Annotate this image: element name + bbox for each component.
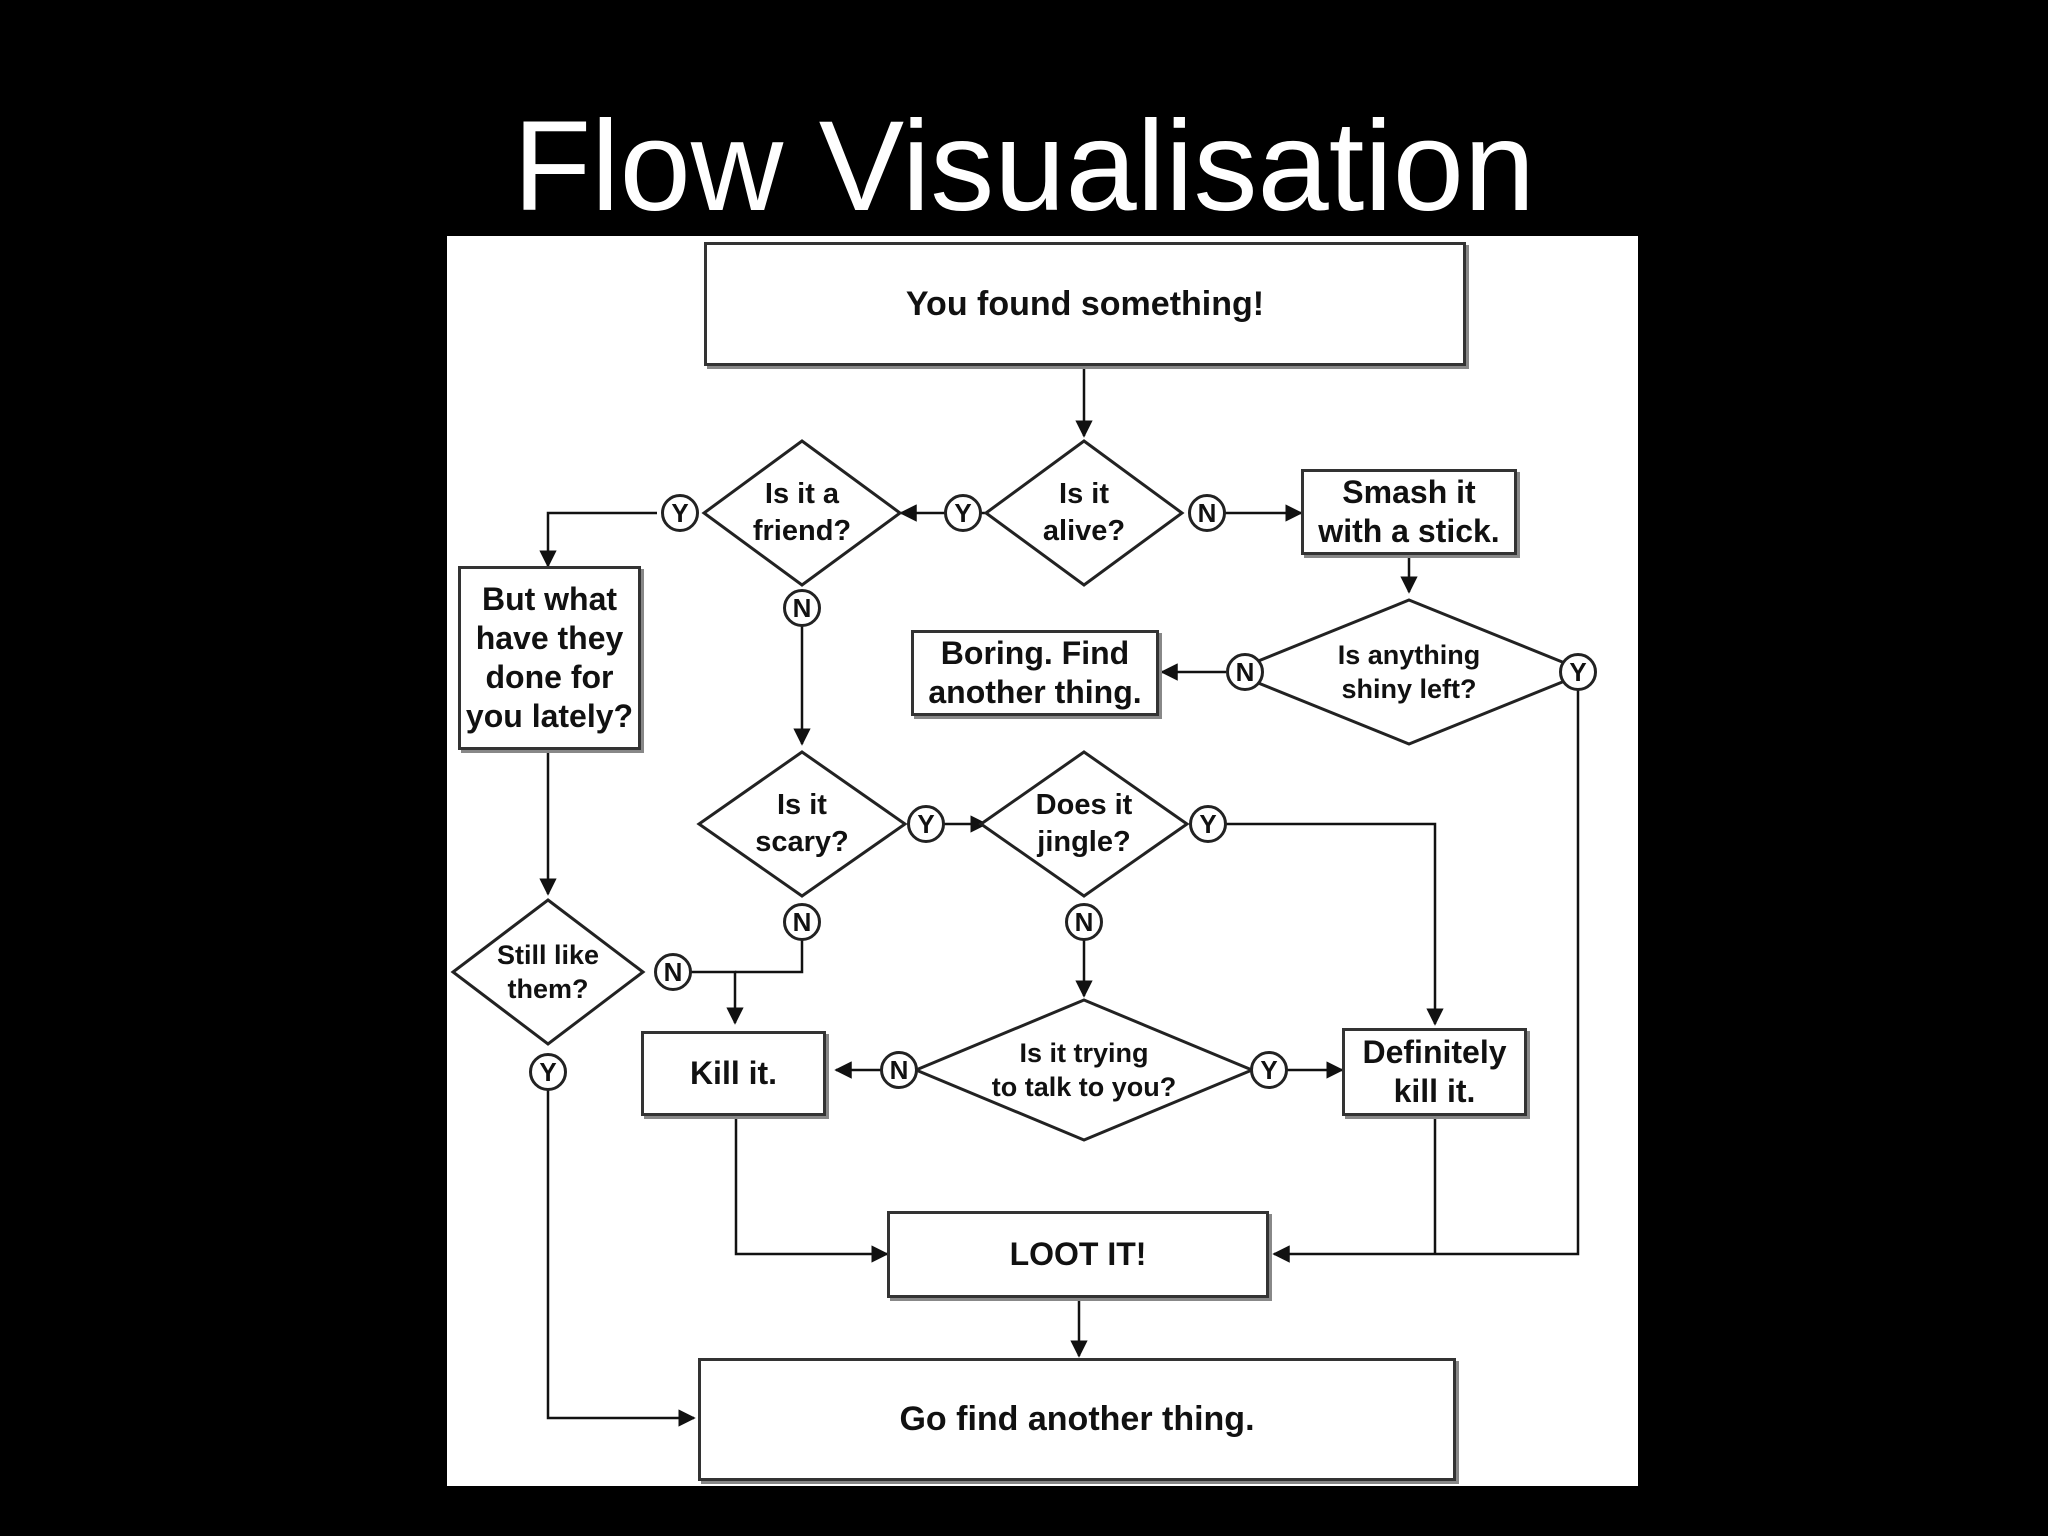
node-definitely-kill: Definitely kill it. bbox=[1342, 1028, 1527, 1116]
decision-shiny-text: Is anything shiny left? bbox=[1337, 640, 1481, 704]
node-done-lately: But what have they done for you lately? bbox=[458, 566, 641, 750]
no-marker-scary: N bbox=[783, 903, 821, 941]
yes-marker-alive: Y bbox=[944, 494, 982, 532]
no-marker-jingle: N bbox=[1065, 903, 1103, 941]
decision-trying-shape bbox=[912, 998, 1256, 1142]
yes-marker-scary: Y bbox=[907, 805, 945, 843]
decision-alive-shape bbox=[983, 439, 1185, 587]
decision-jingle-shape bbox=[978, 750, 1190, 898]
yes-marker-shiny: Y bbox=[1559, 653, 1597, 691]
connector-lines bbox=[450, 364, 1592, 1427]
decision-scary-text: Is it scary? bbox=[755, 789, 849, 858]
yes-marker-trying: Y bbox=[1250, 1051, 1288, 1089]
slide-title: Flow Visualisation bbox=[512, 95, 1536, 238]
node-kill: Kill it. bbox=[641, 1031, 826, 1116]
decision-friend-shape bbox=[701, 439, 903, 587]
decision-jingle-text: Does it jingle? bbox=[1035, 789, 1133, 858]
decision-still-like-shape bbox=[450, 898, 646, 1046]
decision-friend-text: Is it a friend? bbox=[752, 478, 852, 547]
decision-alive-text: Is it alive? bbox=[1042, 478, 1126, 547]
node-start: You found something! bbox=[704, 242, 1466, 366]
yes-marker-jingle: Y bbox=[1189, 805, 1227, 843]
no-marker-trying: N bbox=[880, 1051, 918, 1089]
decision-shiny-shape bbox=[1226, 598, 1592, 746]
no-marker-still-like: N bbox=[654, 953, 692, 991]
node-smash: Smash it with a stick. bbox=[1301, 469, 1517, 555]
node-boring: Boring. Find another thing. bbox=[911, 630, 1159, 716]
decision-trying-text: Is it trying to talk to you? bbox=[991, 1038, 1177, 1102]
decision-still-like-text: Still like them? bbox=[496, 940, 600, 1004]
flowchart: You found something! Smash it with a sti… bbox=[447, 236, 1638, 1486]
yes-marker-friend: Y bbox=[661, 494, 699, 532]
no-marker-friend: N bbox=[783, 589, 821, 627]
no-marker-alive: N bbox=[1188, 494, 1226, 532]
node-loot: LOOT IT! bbox=[887, 1211, 1269, 1298]
node-go-find: Go find another thing. bbox=[698, 1358, 1456, 1481]
decision-scary-shape bbox=[696, 750, 908, 898]
yes-marker-still-like: Y bbox=[529, 1053, 567, 1091]
no-marker-shiny: N bbox=[1226, 653, 1264, 691]
